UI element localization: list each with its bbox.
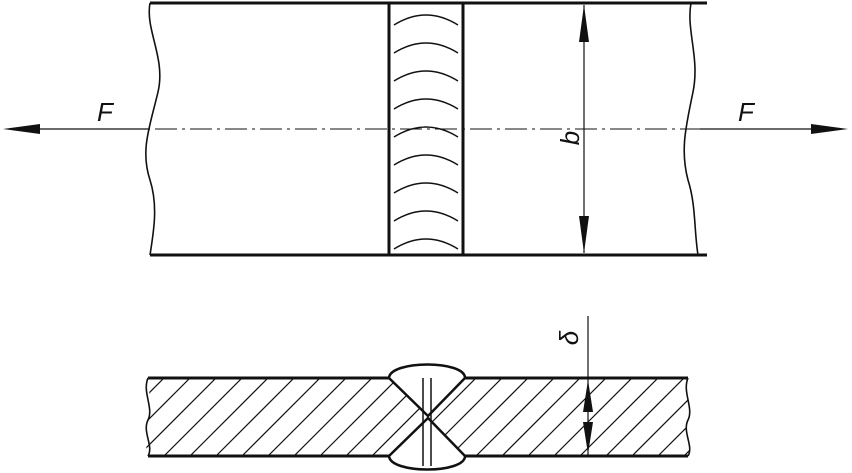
right-break-line [683,2,699,256]
hatch-line [449,378,529,456]
weld-ripple [393,210,459,222]
hatch-line [710,378,788,456]
hatch-line [215,378,295,456]
hatch-line [501,378,581,456]
hatch-line [579,378,659,456]
section-hatching [60,378,814,456]
thickness-arrow-bottom [583,422,593,454]
thickness-label: δ [554,330,584,345]
hatch-line [475,378,555,456]
hatch-line [736,378,814,456]
weld-ripple [393,182,459,194]
plan-view: F F b [3,1,848,257]
force-right-label: F [738,97,756,127]
weld-ripple [393,98,459,110]
hatch-line [657,378,690,456]
section-right-break [685,377,691,457]
hatch-line [146,378,217,456]
hatch-line [319,378,399,456]
weld-ripple-marks [393,14,459,250]
hatch-line [683,378,690,456]
weld-bead-bottom [387,416,467,471]
force-right-arrowhead [811,124,848,134]
hatch-line [605,378,685,456]
hatch-line [60,378,138,456]
left-break-line [145,2,161,256]
section-view: δ [60,316,814,471]
hatch-line [241,378,321,456]
hatch-line [146,378,191,456]
hatch-line [527,378,607,456]
weld-ripple [393,154,459,166]
weld-bead-top [387,363,467,418]
width-arrow-top [579,5,589,42]
hatch-line [631,378,690,456]
width-label: b [555,131,585,145]
thickness-arrow-top [583,380,593,412]
hatch-line [163,378,243,456]
force-left-label: F [97,97,115,127]
width-arrow-bottom [579,216,589,253]
hatch-line [189,378,269,456]
force-left-arrowhead [3,124,40,134]
hatch-line [267,378,347,456]
weld-ripple [393,126,459,138]
weld-ripple [393,42,459,54]
hatch-line [146,378,165,456]
section-left-break [145,377,151,457]
weld-ripple [393,70,459,82]
hatch-line [553,378,633,456]
weld-ripple [393,14,459,26]
hatch-line [293,378,373,456]
weld-ripple [393,238,459,250]
